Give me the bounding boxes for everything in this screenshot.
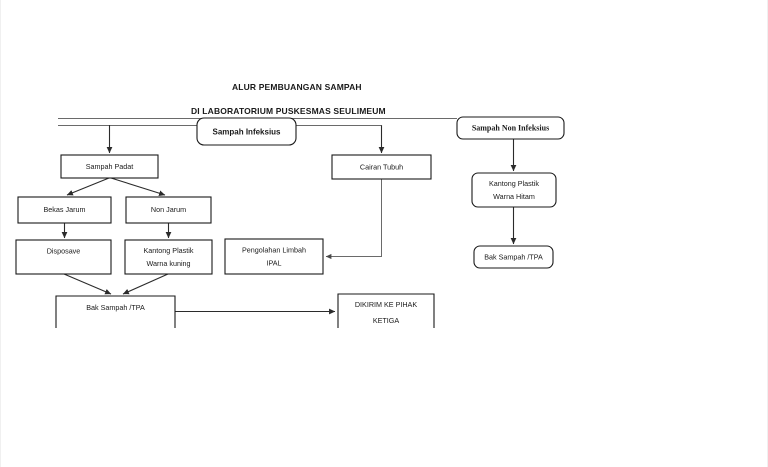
edge-disposave-to-bak-sampah <box>63 273 112 295</box>
node-sampah-padat[interactable]: Sampah Padat <box>60 154 159 179</box>
node-kantong-plastik-kuning-label-line-1: Kantong Plastik <box>144 246 194 255</box>
node-kantong-plastik-hitam-label-line-1: Kantong Plastik <box>489 179 539 188</box>
node-kantong-plastik-kuning[interactable]: Kantong Plastik Warna kuning <box>124 239 213 275</box>
node-pengolahan-limbah-ipal[interactable]: Pengolahan Limbah IPAL <box>224 238 324 275</box>
ipal-connector <box>325 179 382 260</box>
node-bekas-jarum[interactable]: Bekas Jarum <box>17 196 112 224</box>
node-sampah-non-infeksius-shape[interactable] <box>456 116 565 140</box>
node-disposave-shape[interactable] <box>15 239 112 275</box>
node-bak-sampah-tpa-bottom-label: Bak Sampah /TPA <box>86 303 145 312</box>
page-title-line-2: DI LABORATORIUM PUSKESMAS SEULIMEUM <box>191 106 386 116</box>
node-kantong-plastik-kuning-shape[interactable] <box>124 239 213 275</box>
node-cairan-tubuh-label: Cairan Tubuh <box>360 162 403 171</box>
node-dikirim-ke-pihak-ketiga-label-line-1: DIKIRIM KE PIHAK <box>355 300 418 309</box>
node-pengolahan-limbah-ipal-label-line-2: IPAL <box>266 258 281 267</box>
node-non-jarum-label: Non Jarum <box>151 205 186 214</box>
node-bak-sampah-tpa-bottom[interactable]: Bak Sampah /TPA <box>55 295 176 328</box>
edge-cairan-tubuh-to-ipal <box>325 179 382 260</box>
node-disposave[interactable]: Disposave <box>15 239 112 275</box>
node-dikirim-ke-pihak-ketiga-label-line-2: KETIGA <box>373 316 400 325</box>
node-non-jarum[interactable]: Non Jarum <box>125 196 212 224</box>
node-bekas-jarum-label: Bekas Jarum <box>44 205 86 214</box>
node-cairan-tubuh[interactable]: Cairan Tubuh <box>331 154 432 180</box>
node-cairan-tubuh-shape[interactable] <box>331 154 432 180</box>
node-non-jarum-shape[interactable] <box>125 196 212 224</box>
node-bak-sampah-tpa-right-label: Bak Sampah /TPA <box>484 252 543 261</box>
node-bak-sampah-tpa-right-shape[interactable] <box>473 245 554 269</box>
edge-sampah-padat-to-non-jarum <box>110 177 166 196</box>
node-pengolahan-limbah-ipal-shape[interactable] <box>224 238 324 275</box>
node-bak-sampah-tpa-right[interactable]: Bak Sampah /TPA <box>473 245 554 269</box>
node-dikirim-ke-pihak-ketiga-shape[interactable] <box>337 293 435 328</box>
node-sampah-non-infeksius[interactable]: Sampah Non Infeksius <box>456 116 565 140</box>
left-branch-connectors <box>61 177 172 295</box>
node-kantong-plastik-kuning-label-line-2: Warna kuning <box>146 259 190 268</box>
node-sampah-padat-label: Sampah Padat <box>86 162 134 171</box>
node-disposave-label: Disposave <box>47 246 81 255</box>
node-kantong-plastik-hitam[interactable]: Kantong Plastik Warna Hitam <box>471 172 557 208</box>
node-kantong-plastik-hitam-shape[interactable] <box>471 172 557 208</box>
page-title-line-1: ALUR PEMBUANGAN SAMPAH <box>232 82 362 92</box>
node-sampah-infeksius[interactable]: Sampah Infeksius <box>196 117 297 146</box>
node-bekas-jarum-shape[interactable] <box>17 196 112 224</box>
node-bak-sampah-tpa-bottom-shape[interactable] <box>55 295 176 328</box>
edge-sampah-padat-to-bekas-jarum <box>66 177 110 196</box>
node-dikirim-ke-pihak-ketiga[interactable]: DIKIRIM KE PIHAK KETIGA <box>337 293 435 328</box>
node-sampah-padat-shape[interactable] <box>60 154 159 179</box>
node-sampah-infeksius-label: Sampah Infeksius <box>212 128 281 137</box>
node-pengolahan-limbah-ipal-label-line-1: Pengolahan Limbah <box>242 245 306 254</box>
node-sampah-infeksius-shape[interactable] <box>196 117 297 146</box>
edge-kantong-kuning-to-bak-sampah <box>122 273 169 295</box>
node-kantong-plastik-hitam-label-line-2: Warna Hitam <box>493 192 535 201</box>
node-sampah-non-infeksius-label: Sampah Non Infeksius <box>472 123 549 132</box>
